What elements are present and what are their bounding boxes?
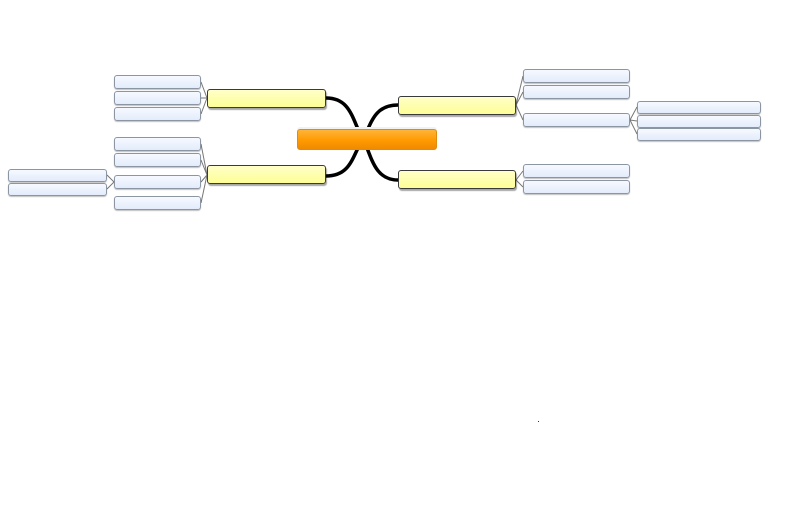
subtopic[interactable] xyxy=(523,164,630,178)
stray-dot xyxy=(538,421,539,422)
sub-subtopic[interactable] xyxy=(637,115,761,128)
leaf-connector xyxy=(200,81,208,115)
leaf-connector xyxy=(515,75,524,121)
subtopic-with-children[interactable] xyxy=(114,175,201,189)
sub-subtopic[interactable] xyxy=(637,101,761,114)
subtopic-with-children[interactable] xyxy=(523,113,630,127)
subtopic[interactable] xyxy=(114,137,201,151)
subtopic[interactable] xyxy=(114,153,201,167)
sub-subtopic[interactable] xyxy=(8,169,107,182)
branch-topic-bottom-right[interactable] xyxy=(398,170,516,189)
subtopic[interactable] xyxy=(114,91,201,105)
branch-topic-top-left[interactable] xyxy=(207,89,326,108)
branch-topic-top-right[interactable] xyxy=(398,96,516,115)
sub-subtopic[interactable] xyxy=(637,128,761,141)
central-topic[interactable] xyxy=(297,129,437,150)
branch-topic-bottom-left[interactable] xyxy=(207,165,326,184)
subtopic[interactable] xyxy=(114,75,201,89)
subtopic[interactable] xyxy=(523,69,630,83)
sub-subtopic[interactable] xyxy=(8,183,107,196)
leaf-connector xyxy=(515,170,524,188)
subtopic[interactable] xyxy=(523,85,630,99)
subtopic[interactable] xyxy=(523,180,630,194)
leaf-connector xyxy=(106,174,115,190)
subtopic[interactable] xyxy=(114,196,201,210)
leaf-connector xyxy=(629,106,638,135)
subtopic[interactable] xyxy=(114,107,201,121)
leaf-connector xyxy=(200,143,208,204)
